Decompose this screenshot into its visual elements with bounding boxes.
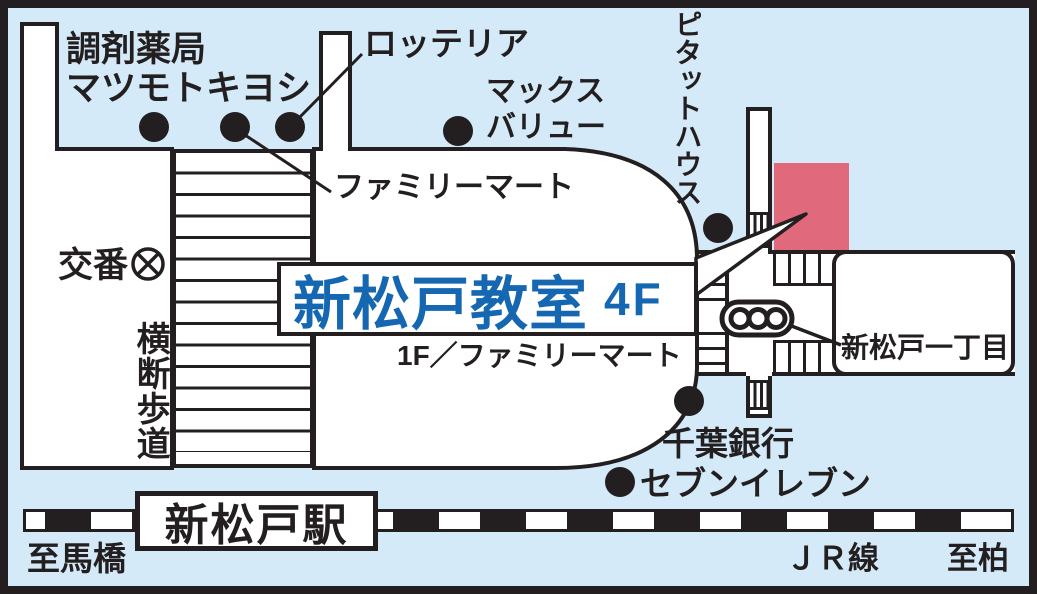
crosswalk-stripes: [697, 256, 725, 306]
classroom-name: 新松戸教室: [293, 272, 589, 337]
poi-dot-seven-eleven: [605, 467, 635, 497]
poi-dot-lotteria: [275, 112, 305, 142]
seven-eleven-label: セブンイレブン: [640, 465, 871, 502]
destination-building-highlight: [774, 163, 849, 250]
lotteria-label: ロッテリア: [364, 25, 529, 62]
poi-dot-familymart: [220, 112, 250, 142]
pitat-house-label: ピタットハウス: [671, 10, 703, 206]
city-block-east: [832, 250, 1015, 376]
jr-line-label: ＪＲ線: [786, 541, 879, 576]
koban-label: 交番: [58, 246, 129, 285]
intersection-label: 新松戸一丁目: [841, 332, 1010, 363]
poi-dot-matsumotokiyoshi: [139, 112, 169, 142]
koban-icon: [131, 247, 165, 281]
road-opening-south: [746, 371, 772, 376]
crosswalk-label: 横断歩道: [131, 321, 170, 461]
poi-dot-maxvalu: [443, 116, 473, 146]
poi-dot-pitat-house: [703, 213, 733, 243]
south-side-street: [746, 376, 772, 418]
crosswalk-south-approach: [773, 340, 832, 376]
station-name: 新松戸駅: [164, 501, 349, 550]
classroom-floor: 4F: [604, 273, 664, 325]
ground-floor-label: 1F／ファミリーマート: [397, 340, 682, 371]
crosswalk-south-street: [750, 380, 768, 410]
crosswalk-north-street: [750, 212, 768, 248]
crosswalk-stripes: [697, 320, 725, 370]
crosswalk-west-approach: [697, 250, 729, 376]
familymart-label: ファミリーマート: [334, 171, 574, 204]
to-kashiwa-label: 至柏: [947, 541, 1009, 576]
station-box: 新松戸駅: [135, 491, 378, 551]
crosswalk-north-approach: [773, 250, 832, 286]
chiba-bank-label: 千葉銀行: [662, 425, 794, 462]
maxvalu-label: マックス バリュー: [486, 75, 606, 144]
to-mabashi-label: 至馬橋: [27, 540, 126, 577]
north-side-street: [746, 107, 772, 254]
poi-dot-chiba-bank: [674, 386, 704, 416]
pharmacy-label: 調剤薬局 マツモトキヨシ: [66, 30, 312, 109]
classroom-title-box: 新松戸教室 4F: [277, 262, 698, 337]
